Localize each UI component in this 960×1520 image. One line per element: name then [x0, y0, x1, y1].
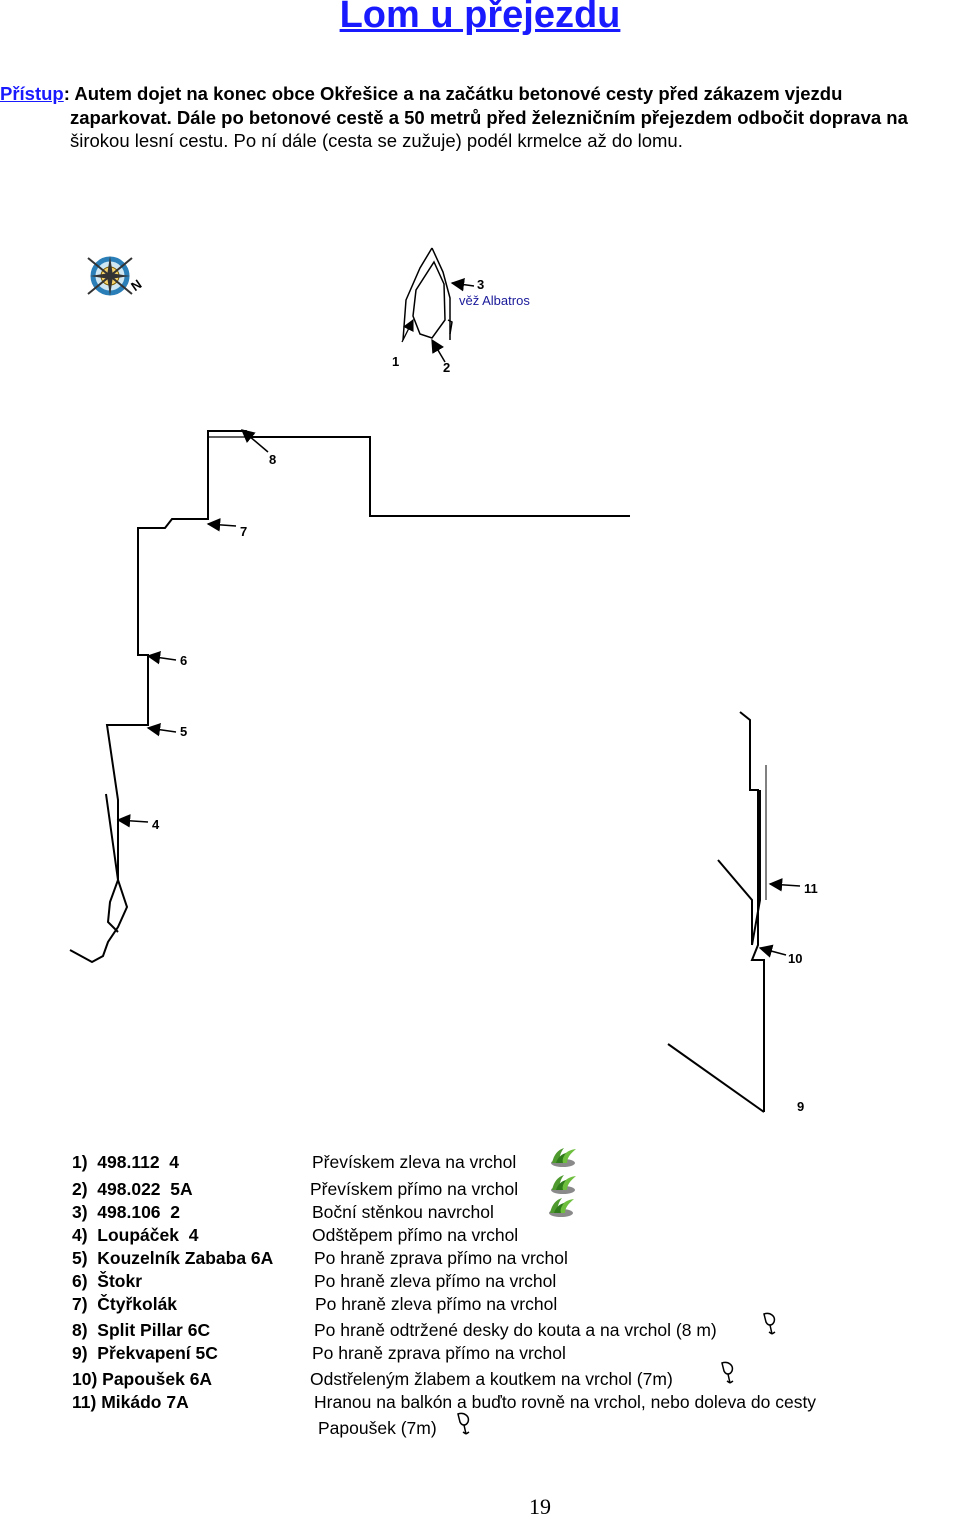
label-10: 10	[788, 951, 802, 966]
route-number-grade: 7) Čtyřkolák	[72, 1294, 178, 1314]
label-1: 1	[392, 354, 399, 369]
label-4: 4	[152, 817, 160, 832]
route-number-grade: 1) 498.112 4	[72, 1152, 180, 1172]
rappel-icon	[457, 1412, 470, 1435]
route-number-grade: 6) Štokr	[72, 1271, 143, 1291]
access-text-line-3: širokou lesní cestu. Po ní dále (cesta s…	[70, 130, 683, 151]
route-number-grade: 8) Split Pillar 6C	[72, 1320, 211, 1340]
route-description: Po hraně zleva přímo na vrchol	[315, 1294, 558, 1314]
compass-icon	[87, 256, 133, 296]
route-number-grade: 11) Mikádo 7A	[72, 1392, 189, 1412]
arrow-11	[768, 878, 801, 892]
route-description: Po hraně odtržené desky do kouta a na vr…	[314, 1320, 717, 1340]
route-number-grade: 5) Kouzelník Zababa 6A	[72, 1248, 274, 1268]
page-number: 19	[529, 1494, 551, 1519]
route-11-continuation: Papoušek (7m)	[318, 1418, 437, 1438]
route-row: 9) Překvapení 5C Po hraně zprava přímo na…	[72, 1343, 566, 1363]
page-title: Lom u přejezdu	[339, 0, 621, 36]
compass-label: N	[128, 276, 144, 294]
label-5: 5	[180, 724, 187, 739]
arrow-8	[240, 429, 269, 453]
rappel-icon	[763, 1312, 776, 1335]
route-description: Po hraně zprava přímo na vrchol	[314, 1248, 568, 1268]
route-number-grade: 10) Papoušek 6A	[72, 1369, 213, 1389]
route-description: Převískem zleva na vrchol	[312, 1152, 517, 1172]
route-description: Odstřeleným žlabem a koutkem na vrchol (…	[310, 1369, 673, 1389]
label-3: 3	[477, 277, 484, 292]
label-tower: věž Albatros	[459, 293, 530, 308]
route-description: Po hraně zleva přímo na vrchol	[314, 1271, 557, 1291]
route-description: Po hraně zprava přímo na vrchol	[312, 1343, 566, 1363]
arrow-7	[206, 518, 237, 532]
route-number-grade: 9) Překvapení 5C	[72, 1343, 218, 1363]
arrow-4	[116, 814, 149, 828]
route-number-grade: 4) Loupáček 4	[72, 1225, 199, 1245]
access-label: Přístup	[0, 83, 64, 104]
grass-icon	[551, 1175, 576, 1194]
route-row: 1) 498.112 4 Převískem zleva na vrchol	[72, 1152, 516, 1172]
arrow-5	[146, 723, 177, 737]
grass-icon	[549, 1198, 574, 1217]
route-row: 5) Kouzelník Zababa 6A Po hraně zprava př…	[72, 1248, 568, 1268]
arrow-3	[450, 277, 475, 292]
route-row: 10) Papoušek 6A Odstřeleným žlabem a kout…	[72, 1369, 673, 1389]
label-11: 11	[804, 881, 818, 896]
route-description: Boční stěnkou navrchol	[312, 1202, 494, 1222]
access-paragraph: Přístup: Autem dojet na konec obce Okřeš…	[0, 82, 950, 153]
route-row: 11) Mikádo 7A Hranou na balkón a buďto ro…	[72, 1392, 816, 1412]
arrow-2	[431, 338, 446, 363]
route-description: Převískem přímo na vrchol	[310, 1179, 519, 1199]
label-6: 6	[180, 653, 187, 668]
route-description: Hranou na balkón a buďto rovně na vrchol…	[314, 1392, 817, 1412]
route-row: 6) Štokr Po hraně zleva přímo na vrchol	[72, 1271, 556, 1291]
route-number-grade: 2) 498.022 5A	[72, 1179, 193, 1199]
route-row: 8) Split Pillar 6C Po hraně odtržené desk…	[72, 1320, 717, 1340]
route-row: 7) Čtyřkolák Po hraně zleva přímo na vrch…	[72, 1294, 557, 1314]
rappel-icon	[721, 1361, 734, 1384]
label-2: 2	[443, 360, 450, 375]
access-text-line-1: : Autem dojet na konec obce Okřešice a n…	[63, 83, 843, 104]
arrow-6	[146, 651, 177, 665]
left-wall-outline	[69, 430, 630, 964]
arrow-10	[758, 944, 787, 958]
route-11-continuation-text: Papoušek (7m)	[318, 1418, 437, 1438]
arrow-1	[401, 318, 414, 343]
route-row: 2) 498.022 5A Převískem přímo na vrchol	[72, 1179, 518, 1199]
route-description: Odštěpem přímo na vrchol	[312, 1225, 519, 1245]
route-row: 3) 498.106 2 Boční stěnkou navrchol	[72, 1202, 494, 1222]
label-7: 7	[240, 524, 247, 539]
topo-diagram: N 1 2 3 věž Albatros 8 7 6 5 4 11 10 9	[69, 247, 818, 1114]
label-8: 8	[269, 452, 276, 467]
right-wall-outline	[667, 711, 765, 1113]
route-row: 4) Loupáček 4 Odštěpem přímo na vrchol	[72, 1225, 518, 1245]
access-text-line-2: zaparkovat. Dále po betonové cestě a 50 …	[70, 106, 908, 128]
label-9: 9	[797, 1099, 804, 1114]
route-number-grade: 3) 498.106 2	[72, 1202, 180, 1222]
grass-icon	[551, 1148, 576, 1167]
